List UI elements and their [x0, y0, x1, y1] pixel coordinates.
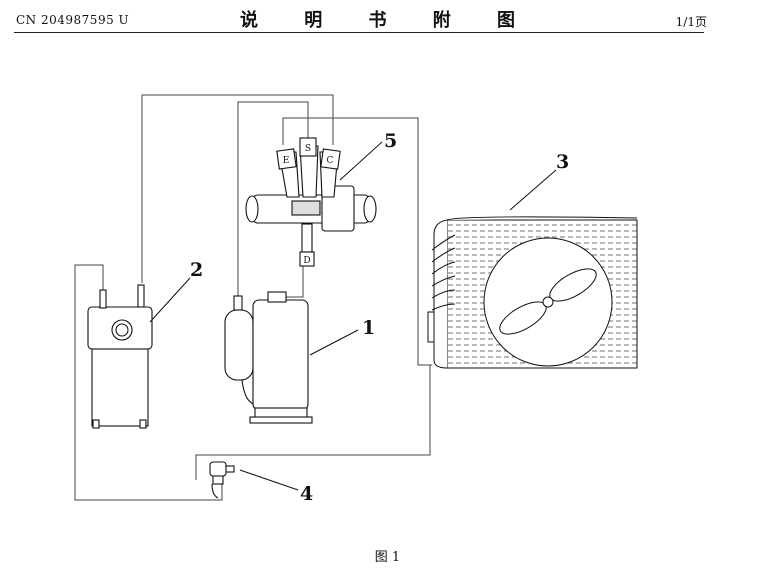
condenser: [427, 216, 638, 369]
piping: [74, 94, 432, 501]
tank: [87, 284, 153, 429]
compressor: [224, 291, 313, 424]
label-compressor: 1: [362, 317, 375, 339]
header-rule: [14, 32, 704, 33]
four-way-valve: E S C D: [245, 137, 377, 267]
label-tank: 2: [190, 259, 203, 281]
label-four-way-valve: 5: [384, 130, 397, 152]
valve-port-d-label: D: [303, 256, 310, 266]
leader-lines: [149, 141, 557, 491]
page-number: 1/1页: [675, 15, 707, 29]
valve-port-c-label: C: [327, 156, 334, 166]
label-condenser: 3: [556, 151, 569, 173]
expansion-valve: [209, 461, 235, 499]
figure-caption: 图 1: [374, 550, 401, 565]
valve-port-e-label: E: [283, 156, 290, 166]
document-title: 说 明 书 附 图: [239, 10, 536, 31]
label-expansion-valve: 4: [300, 483, 313, 505]
document-number: CN 204987595 U: [16, 13, 130, 27]
valve-port-s-label: S: [305, 144, 311, 154]
